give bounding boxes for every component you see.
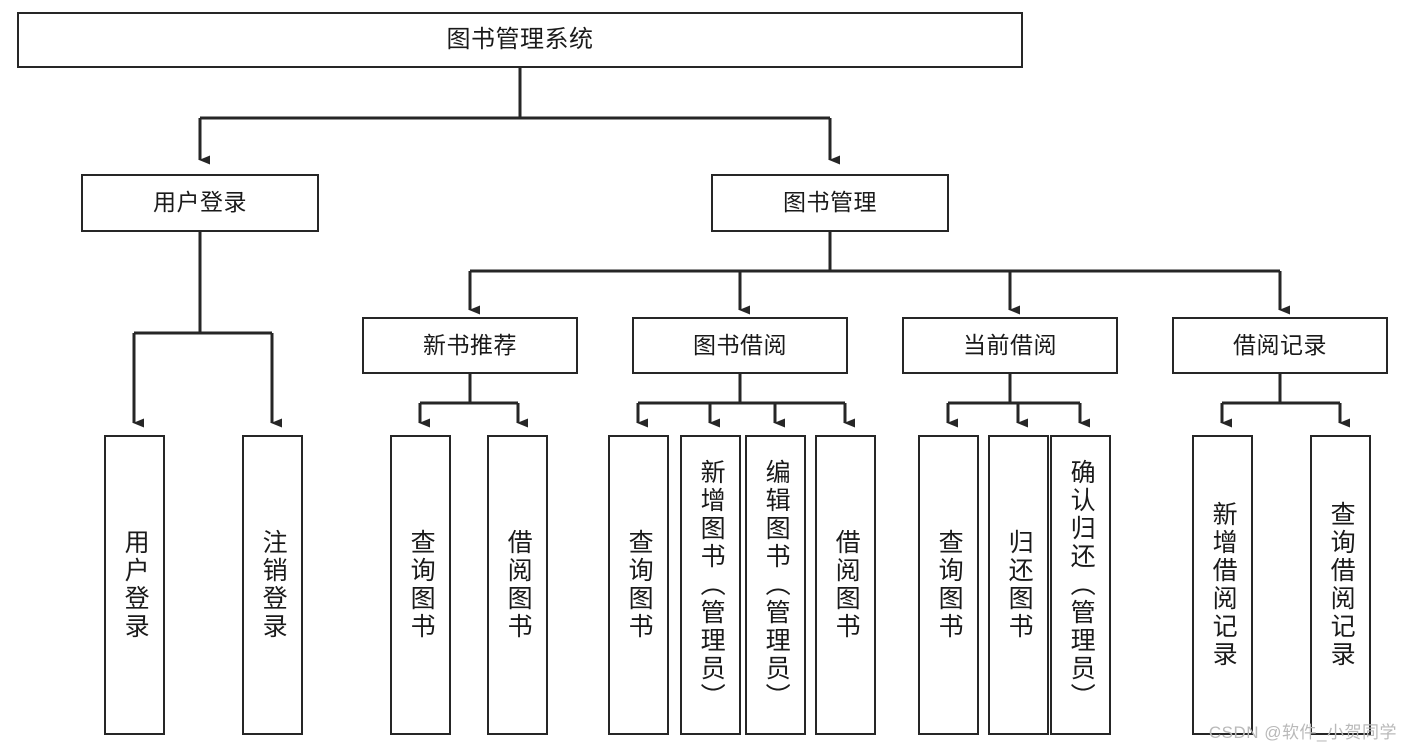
node-new-book-recommend[interactable]: 新书推荐 (362, 317, 578, 374)
node-leaf-logout[interactable]: 注销登录 (242, 435, 303, 735)
node-label: 新增图书（管理员） (697, 459, 726, 711)
node-book-borrow[interactable]: 图书借阅 (632, 317, 848, 374)
node-label: 查询借阅记录 (1327, 501, 1356, 669)
node-label: 新增借阅记录 (1209, 501, 1238, 669)
node-label: 新书推荐 (423, 331, 517, 358)
node-leaf-return-book[interactable]: 归还图书 (988, 435, 1049, 735)
node-leaf-add-book-admin[interactable]: 新增图书（管理员） (680, 435, 741, 735)
connector-bookmgmt-to-level2 (468, 232, 1290, 315)
node-leaf-user-login[interactable]: 用户登录 (104, 435, 165, 735)
node-leaf-query-book-borrow[interactable]: 查询图书 (608, 435, 669, 735)
node-leaf-query-book-recommend[interactable]: 查询图书 (390, 435, 451, 735)
connector-bookborrow-to-leaves (636, 374, 855, 428)
node-leaf-borrow-book[interactable]: 借阅图书 (815, 435, 876, 735)
node-leaf-add-borrow-record[interactable]: 新增借阅记录 (1192, 435, 1253, 735)
connector-borrowrecord-to-leaves (1220, 374, 1350, 428)
node-label: 借阅图书 (832, 529, 861, 641)
node-label: 图书借阅 (693, 331, 787, 358)
node-label: 查询图书 (407, 529, 436, 641)
connector-userlogin-to-leaves (132, 232, 282, 428)
node-label: 用户登录 (153, 189, 247, 216)
node-leaf-query-book-current[interactable]: 查询图书 (918, 435, 979, 735)
node-leaf-edit-book-admin[interactable]: 编辑图书（管理员） (745, 435, 806, 735)
node-user-login[interactable]: 用户登录 (81, 174, 319, 232)
node-current-borrow[interactable]: 当前借阅 (902, 317, 1118, 374)
node-root-book-management-system[interactable]: 图书管理系统 (17, 12, 1023, 68)
node-label: 图书管理 (783, 189, 877, 216)
node-leaf-query-borrow-record[interactable]: 查询借阅记录 (1310, 435, 1371, 735)
node-label: 注销登录 (259, 529, 288, 641)
node-label: 借阅图书 (504, 529, 533, 641)
node-book-management[interactable]: 图书管理 (711, 174, 949, 232)
connector-root-to-level1 (198, 68, 840, 165)
node-label: 归还图书 (1005, 529, 1034, 641)
node-borrow-record[interactable]: 借阅记录 (1172, 317, 1388, 374)
node-leaf-confirm-return-admin[interactable]: 确认归还（管理员） (1050, 435, 1111, 735)
node-leaf-borrow-book-recommend[interactable]: 借阅图书 (487, 435, 548, 735)
node-label: 查询图书 (935, 529, 964, 641)
connector-newbook-to-leaves (418, 374, 528, 428)
node-label: 确认归还（管理员） (1067, 459, 1096, 711)
connector-currentborrow-to-leaves (946, 374, 1090, 428)
node-label: 编辑图书（管理员） (762, 459, 791, 711)
node-label: 用户登录 (121, 529, 150, 641)
node-label: 当前借阅 (963, 331, 1057, 358)
node-label: 查询图书 (625, 529, 654, 641)
node-label: 借阅记录 (1233, 331, 1327, 358)
csdn-watermark: CSDN @软件_小贺同学 (1208, 723, 1397, 742)
node-label: 图书管理系统 (446, 25, 594, 53)
